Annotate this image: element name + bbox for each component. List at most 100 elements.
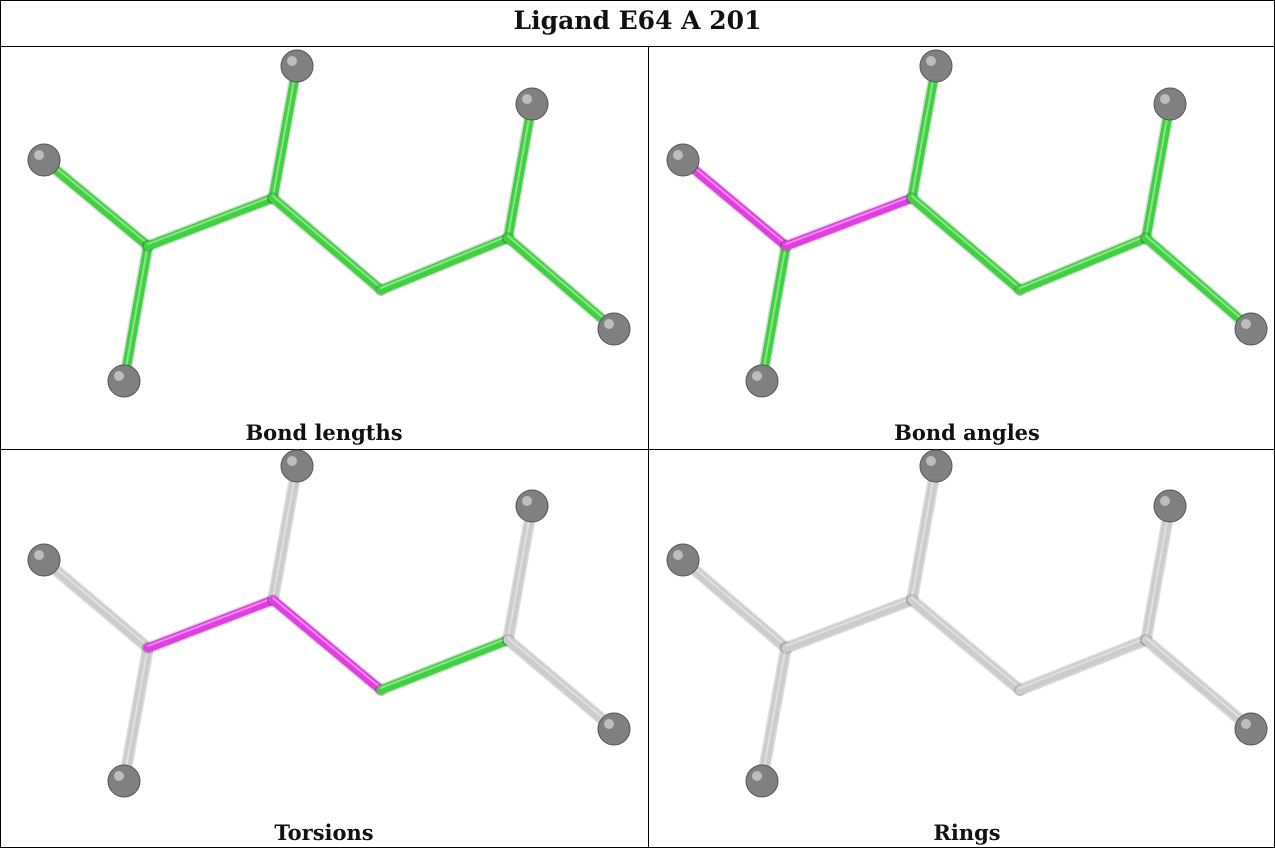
torsions-atom [280, 449, 314, 483]
bond-lengths-atom [597, 312, 631, 346]
torsions-bond [268, 595, 386, 695]
bond-angles-atom [745, 364, 779, 398]
torsions-bond-highlight [507, 503, 533, 639]
torsions-bond-highlight [380, 637, 509, 689]
rings-bond [907, 595, 1025, 695]
rings-bond [1015, 635, 1151, 695]
torsions-bond [503, 635, 619, 734]
bond-lengths-bond-highlight [380, 235, 509, 289]
torsions-atom-highlight [114, 771, 124, 781]
border-top [0, 0, 1275, 1]
bond-angles-bond-highlight [1145, 235, 1252, 328]
torsions-bond [119, 643, 153, 786]
rings-atom-highlight [752, 771, 762, 781]
rings-label: Rings [933, 820, 1001, 845]
bond-angles-bond-highlight [761, 243, 787, 380]
torsions-label: Torsions [274, 820, 374, 845]
bond-lengths-atom [27, 143, 61, 177]
bond-angles-bond-highlight [1145, 101, 1171, 237]
torsions-molecule [27, 449, 631, 798]
bond-angles-bond-highlight [911, 63, 937, 197]
bond-angles-bond-highlight [785, 195, 913, 245]
bond-angles-molecule [666, 49, 1268, 398]
rings-bond-highlight [911, 463, 937, 599]
bond-lengths-bond [376, 233, 513, 295]
bond-lengths-atom [515, 87, 549, 121]
bond-lengths-bond-highlight [43, 157, 149, 245]
rings-bond [678, 555, 791, 653]
bond-lengths-atom [280, 49, 314, 83]
torsions-atom [27, 543, 61, 577]
bond-angles-bond [1141, 233, 1256, 334]
row-divider [0, 449, 1275, 450]
torsions-atom-highlight [522, 496, 532, 506]
torsions-bond-highlight [507, 637, 615, 728]
torsions-atom-highlight [604, 719, 614, 729]
rings-bond-highlight [1019, 637, 1147, 689]
bond-angles-bond-highlight [682, 157, 787, 245]
rings-bond-highlight [682, 557, 787, 647]
bond-angles-atom [666, 143, 700, 177]
rings-bond-highlight [1145, 637, 1252, 728]
border-left [0, 0, 1, 848]
bond-lengths-bond-highlight [272, 63, 298, 197]
bond-lengths-atom-highlight [114, 371, 124, 381]
torsions-bond-highlight [272, 597, 382, 689]
torsions-atom-highlight [34, 550, 44, 560]
bond-lengths-bond-highlight [507, 235, 615, 328]
bond-angles-atom-highlight [926, 56, 936, 66]
torsions-atom [597, 712, 631, 746]
bond-angles-bond-highlight [911, 195, 1021, 289]
bond-lengths-bond [268, 193, 386, 295]
bond-angles-atom [1153, 87, 1187, 121]
bond-angles-bond [781, 193, 917, 251]
bond-lengths-atom-highlight [522, 94, 532, 104]
bond-lengths-bond [268, 61, 302, 203]
bond-angles-atom-highlight [752, 371, 762, 381]
torsions-bond-highlight [123, 645, 149, 780]
rings-atom [745, 764, 779, 798]
bond-angles-atom [919, 49, 953, 83]
rings-atom-highlight [1160, 496, 1170, 506]
figure-title: Ligand E64 A 201 [513, 6, 762, 35]
rings-atom-highlight [673, 550, 683, 560]
bond-lengths-atom [107, 364, 141, 398]
rings-bond [781, 595, 917, 653]
bond-lengths-bond-highlight [272, 195, 382, 289]
bond-angles-label: Bond angles [894, 420, 1040, 445]
rings-atom [666, 543, 700, 577]
bond-lengths-bond [503, 99, 537, 243]
rings-bond [757, 643, 791, 786]
rings-atom-highlight [1241, 719, 1251, 729]
torsions-atom [107, 764, 141, 798]
bond-angles-bond [907, 61, 941, 203]
rings-bond-highlight [761, 645, 787, 780]
bond-angles-atom-highlight [673, 150, 683, 160]
bond-lengths-bond-highlight [507, 101, 533, 237]
rings-bond [907, 461, 941, 605]
rings-atom [1234, 712, 1268, 746]
rings-bond [1141, 501, 1175, 645]
bond-lengths-bond-highlight [147, 195, 274, 245]
rings-bond-highlight [785, 597, 913, 647]
bond-lengths-bond [143, 193, 278, 251]
rings-bond [1141, 635, 1256, 734]
torsions-bond [39, 555, 153, 653]
torsions-atom-highlight [287, 456, 297, 466]
bond-lengths-molecule [27, 49, 631, 398]
torsions-bond-highlight [272, 463, 298, 599]
bond-angles-bond [907, 193, 1025, 295]
torsions-bond [503, 501, 537, 645]
bond-angles-atom [1234, 312, 1268, 346]
bond-lengths-atom-highlight [604, 319, 614, 329]
rings-atom [1153, 489, 1187, 523]
rings-bond-highlight [911, 597, 1021, 689]
bond-angles-bond [1141, 99, 1175, 243]
bond-angles-atom-highlight [1160, 94, 1170, 104]
bond-angles-bond [757, 241, 791, 386]
rings-atom-highlight [926, 456, 936, 466]
bond-lengths-atom-highlight [34, 150, 44, 160]
column-divider [648, 46, 649, 848]
torsions-atom [515, 489, 549, 523]
